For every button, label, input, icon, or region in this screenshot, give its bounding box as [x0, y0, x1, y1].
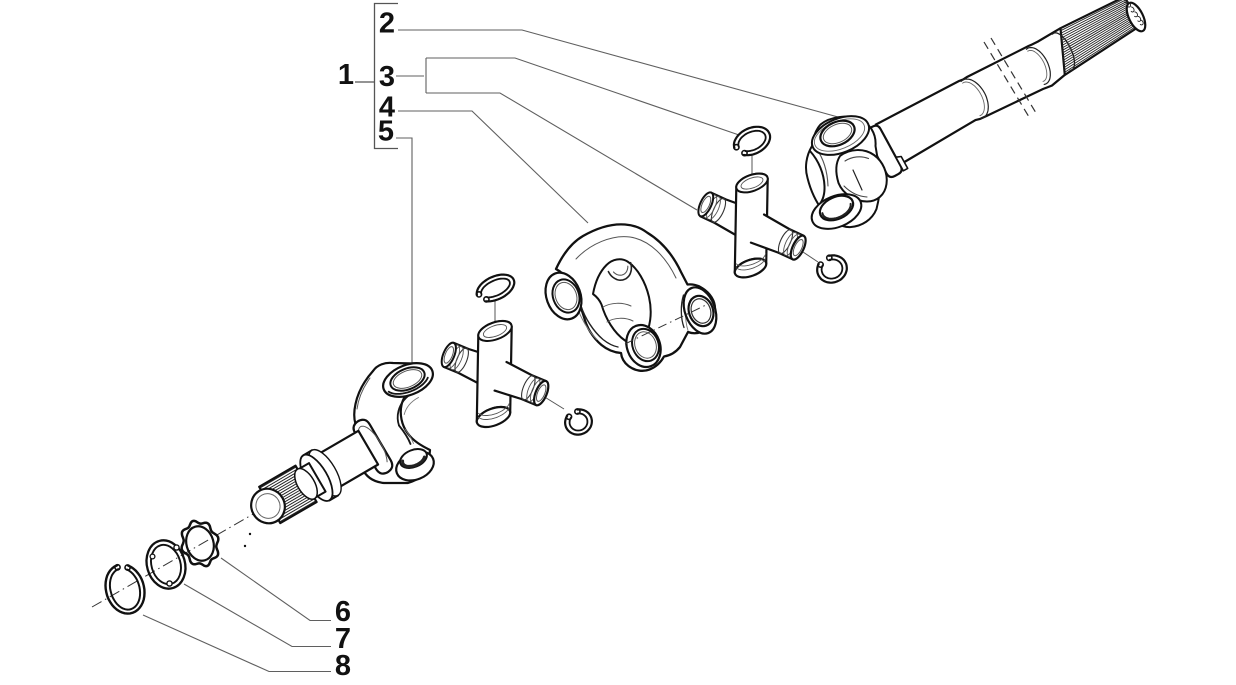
svg-text:8: 8: [335, 650, 351, 680]
svg-text:3: 3: [379, 61, 395, 93]
svg-text:1: 1: [338, 59, 354, 91]
svg-text:2: 2: [379, 8, 395, 40]
svg-text:7: 7: [335, 623, 351, 655]
svg-text:4: 4: [379, 92, 395, 124]
svg-text:5: 5: [378, 116, 394, 148]
svg-text:6: 6: [335, 596, 351, 628]
